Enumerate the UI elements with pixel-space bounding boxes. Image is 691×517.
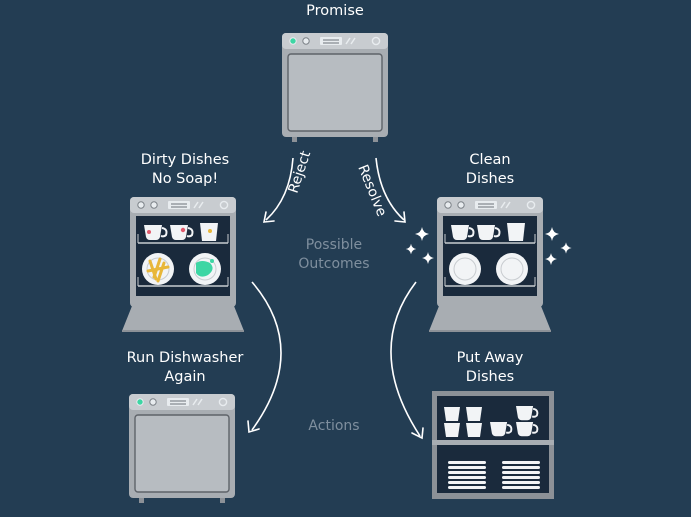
clean-dishwasher-icon [428,196,552,332]
dirty-dishes-title: Dirty Dishes No Soap! [110,151,260,189]
run-again-title-line1: Run Dishwasher [126,350,244,366]
sparkles-left-icon [405,227,434,264]
right-action-arrow [390,281,424,440]
possible-outcomes-line2: Outcomes [298,256,370,272]
promise-title: Promise [306,3,364,19]
run-again-title-line2: Again [164,369,206,385]
reject-label: Reject [286,149,315,196]
dish-cabinet-icon [432,391,554,499]
dirty-dishwasher-icon [121,196,245,332]
promise-dishwasher-icon [281,32,389,143]
clean-cups-icon [450,223,525,241]
left-action-arrow [247,281,282,434]
clean-dishes-title-line1: Clean [469,152,511,168]
clean-dishes-title-line2: Dishes [465,171,515,187]
dirty-plates-icon [142,253,221,285]
put-away-title-line2: Dishes [465,369,515,385]
resolve-arrow [375,157,406,223]
possible-outcomes-label: Possible Outcomes [284,236,384,274]
clean-plates-icon [449,253,528,285]
stacked-cups-icon [444,405,539,438]
run-again-title: Run Dishwasher Again [105,349,265,387]
dirty-cups-icon [143,223,218,241]
sparkles-right-icon [545,227,572,265]
reject-arrow [263,157,294,223]
put-away-title: Put Away Dishes [435,349,545,387]
dirty-dishes-title-line1: Dirty Dishes [140,152,230,168]
put-away-title-line1: Put Away [456,350,524,366]
dirty-dishes-title-line2: No Soap! [151,171,219,187]
run-again-dishwasher-icon [128,393,236,504]
clean-dishes-title: Clean Dishes [440,151,540,189]
actions-label: Actions [308,418,360,434]
possible-outcomes-line1: Possible [305,237,363,253]
